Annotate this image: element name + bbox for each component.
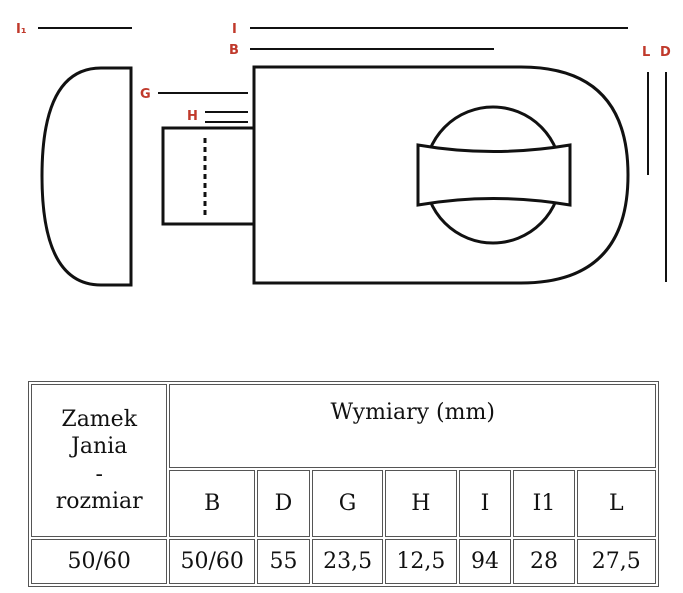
column-header-i: I bbox=[458, 469, 512, 538]
label-i: I bbox=[232, 22, 237, 37]
value-cell-d: 55 bbox=[256, 539, 310, 584]
thumb-turn-bar bbox=[416, 143, 572, 207]
column-header-h: H bbox=[385, 469, 457, 538]
value-cell-b: 50/60 bbox=[169, 539, 255, 584]
row-name-cell: 50/60 bbox=[31, 539, 168, 584]
knob-shape bbox=[40, 66, 133, 287]
corner-line-2: Jania bbox=[71, 434, 128, 460]
corner-line-3: - bbox=[95, 461, 103, 487]
spindle-shape bbox=[161, 126, 256, 226]
table-row: 50/60 50/60 55 23,5 12,5 94 28 27,5 bbox=[31, 539, 656, 584]
label-g: G bbox=[140, 87, 151, 102]
value-cell-l: 27,5 bbox=[576, 539, 656, 584]
group-header-cell: Wymiary (mm) bbox=[169, 384, 656, 468]
value-cell-h: 12,5 bbox=[385, 539, 457, 584]
value-cell-i1: 28 bbox=[513, 539, 575, 584]
table-header-row: Zamek Jania - rozmiar Wymiary (mm) bbox=[31, 384, 656, 538]
label-d: D bbox=[660, 45, 671, 60]
label-b: B bbox=[229, 43, 239, 58]
dimensions-table: Zamek Jania - rozmiar Wymiary (mm) B D G… bbox=[28, 381, 659, 587]
table-corner-cell: Zamek Jania - rozmiar bbox=[31, 384, 168, 538]
lock-dimension-diagram: I₁ I B G H L D bbox=[16, 22, 671, 287]
column-header-l: L bbox=[576, 469, 656, 538]
column-header-i1: I1 bbox=[513, 469, 575, 538]
label-l1: I₁ bbox=[16, 22, 27, 37]
value-cell-g: 23,5 bbox=[311, 539, 384, 584]
table-column-header-row: B D G H I I1 L bbox=[31, 469, 656, 538]
corner-line-1: Zamek bbox=[61, 406, 138, 432]
lock-body-shape bbox=[252, 65, 630, 285]
value-cell-i: 94 bbox=[458, 539, 512, 584]
corner-line-4: rozmiar bbox=[55, 489, 143, 515]
label-l: L bbox=[642, 45, 650, 60]
label-h: H bbox=[187, 109, 198, 124]
column-header-g: G bbox=[311, 469, 384, 538]
column-header-d: D bbox=[256, 469, 310, 538]
column-header-b: B bbox=[169, 469, 255, 538]
